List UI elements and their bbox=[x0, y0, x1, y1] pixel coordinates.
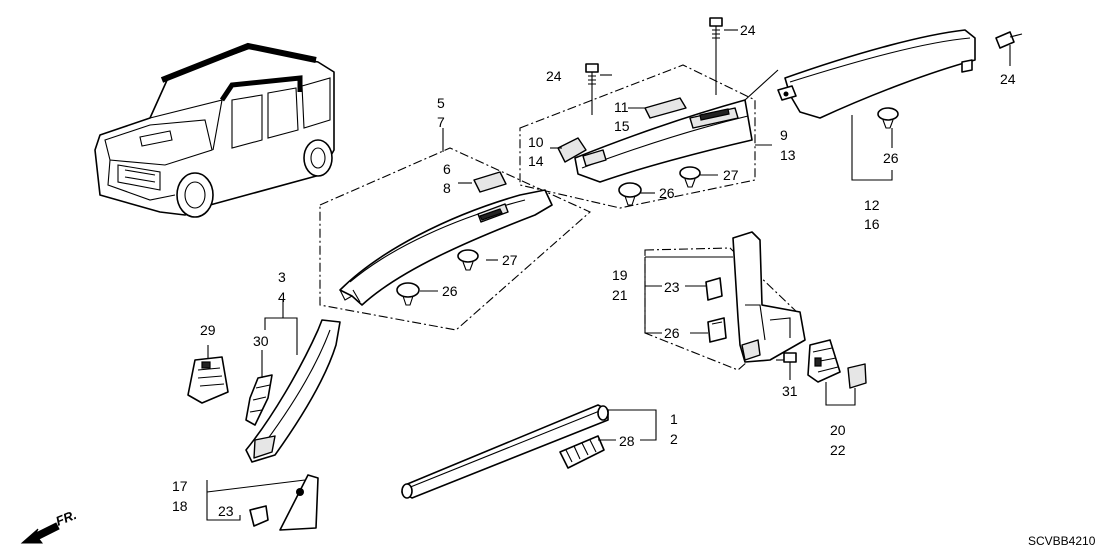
callout-22: 22 bbox=[830, 442, 846, 458]
clip-27-b bbox=[679, 166, 701, 188]
callout-2: 2 bbox=[670, 431, 678, 447]
callout-3: 3 bbox=[278, 269, 286, 285]
callout-28: 28 bbox=[619, 433, 635, 449]
callout-27-a: 27 bbox=[502, 252, 518, 268]
callout-5: 5 bbox=[437, 95, 445, 111]
callout-24-b: 24 bbox=[740, 22, 756, 38]
callout-30: 30 bbox=[253, 333, 269, 349]
callout-26-d: 26 bbox=[664, 325, 680, 341]
part-30-clip bbox=[245, 374, 273, 426]
pillar-trim-lower bbox=[732, 231, 806, 363]
clip-26-c bbox=[877, 107, 899, 129]
pillar-garnish-lower bbox=[245, 319, 341, 463]
part-20-clip bbox=[807, 339, 841, 383]
callout-6: 6 bbox=[443, 161, 451, 177]
bolt-31 bbox=[783, 352, 797, 372]
clip-26-d bbox=[707, 317, 727, 343]
clip-27-a bbox=[457, 249, 479, 271]
callout-26-c: 26 bbox=[883, 150, 899, 166]
callout-26-a: 26 bbox=[442, 283, 458, 299]
front-arrow-icon bbox=[20, 522, 60, 544]
pillar-garnish-front bbox=[339, 189, 553, 306]
callout-23-a: 23 bbox=[664, 279, 680, 295]
part-28-clip bbox=[559, 435, 605, 469]
diagram-code: SCVBB4210 bbox=[1028, 534, 1096, 548]
callout-12: 12 bbox=[864, 197, 880, 213]
bolt-24-b bbox=[709, 17, 723, 42]
part-22-cap bbox=[847, 363, 867, 389]
direction-label: FR. bbox=[54, 507, 79, 529]
callout-29: 29 bbox=[200, 322, 216, 338]
callout-20: 20 bbox=[830, 422, 846, 438]
callout-8: 8 bbox=[443, 180, 451, 196]
clip-23-a bbox=[705, 277, 723, 301]
callout-19: 19 bbox=[612, 267, 628, 283]
callout-24-c: 24 bbox=[1000, 71, 1016, 87]
callout-1: 1 bbox=[670, 411, 678, 427]
front-direction-indicator: FR. bbox=[20, 507, 79, 544]
callout-4: 4 bbox=[278, 289, 286, 305]
callout-17: 17 bbox=[172, 478, 188, 494]
bolt-24-c bbox=[995, 31, 1023, 49]
callout-15: 15 bbox=[614, 118, 630, 134]
callout-21: 21 bbox=[612, 287, 628, 303]
bolt-24-a bbox=[585, 63, 599, 88]
callout-27-b: 27 bbox=[723, 167, 739, 183]
callout-11: 11 bbox=[614, 99, 629, 115]
callout-31: 31 bbox=[782, 383, 798, 399]
clip-26-b bbox=[618, 182, 642, 206]
callout-9: 9 bbox=[780, 127, 788, 143]
clip-23-b bbox=[249, 505, 269, 527]
side-sill-garnish bbox=[401, 404, 609, 499]
part-10-cap bbox=[557, 137, 587, 163]
vehicle-illustration bbox=[94, 42, 335, 218]
part-17-cover bbox=[279, 474, 319, 531]
callout-23-b: 23 bbox=[218, 503, 234, 519]
callout-7: 7 bbox=[437, 114, 445, 130]
callout-16: 16 bbox=[864, 216, 880, 232]
callout-14: 14 bbox=[528, 153, 544, 169]
callout-24-a: 24 bbox=[546, 68, 562, 84]
part-29-clip bbox=[187, 356, 229, 404]
callout-labels: 1 2 3 4 5 7 6 8 9 13 10 14 11 15 12 16 1… bbox=[172, 22, 1016, 519]
callout-26-b: 26 bbox=[659, 185, 675, 201]
part-11-cap bbox=[644, 97, 687, 119]
part-6-cap bbox=[473, 171, 507, 193]
leader-lines bbox=[206, 29, 1011, 521]
callout-18: 18 bbox=[172, 498, 188, 514]
callout-13: 13 bbox=[780, 147, 796, 163]
clip-26-a bbox=[396, 282, 420, 306]
pillar-garnish-rear bbox=[777, 29, 976, 119]
pillar-garnish-center bbox=[574, 69, 779, 183]
callout-10: 10 bbox=[528, 134, 544, 150]
